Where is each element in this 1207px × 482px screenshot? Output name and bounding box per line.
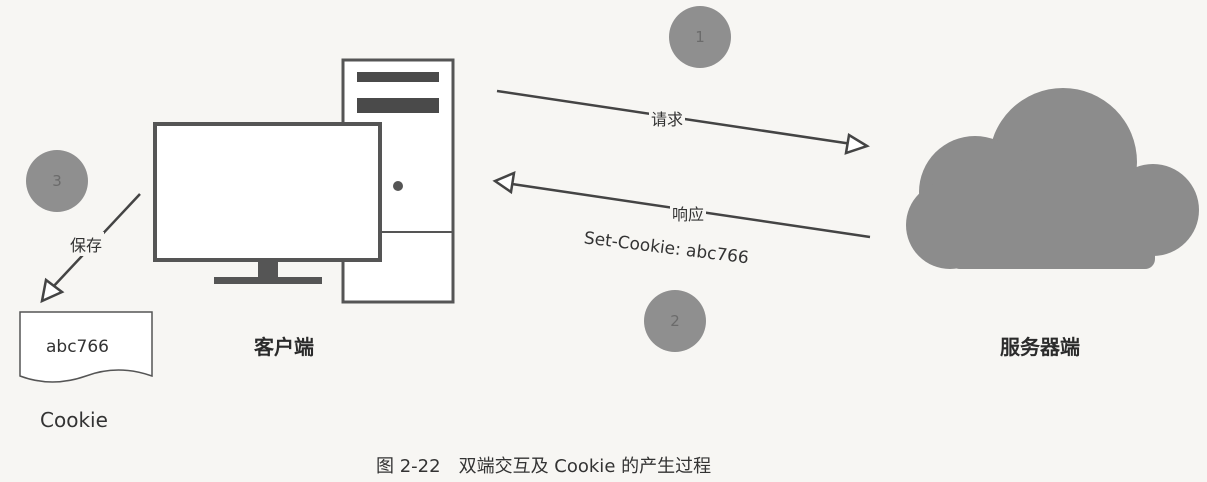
document-icon [19, 311, 153, 383]
cookie-label: Cookie [40, 408, 108, 432]
cloud-icon [906, 88, 1199, 269]
response-label: 响应 [670, 201, 707, 225]
save-label: 保存 [68, 232, 105, 256]
cookie-value: abc766 [46, 337, 110, 357]
step-1-badge: 1 [669, 6, 731, 68]
server-label: 服务器端 [1000, 335, 1080, 359]
step-2-badge: 2 [644, 290, 706, 352]
client-label: 客户端 [254, 335, 314, 359]
step-3-badge: 3 [26, 150, 88, 212]
monitor-icon [153, 122, 382, 284]
request-label: 请求 [649, 106, 686, 130]
figure-caption: 图 2-22 双端交互及 Cookie 的产生过程 [376, 456, 712, 477]
